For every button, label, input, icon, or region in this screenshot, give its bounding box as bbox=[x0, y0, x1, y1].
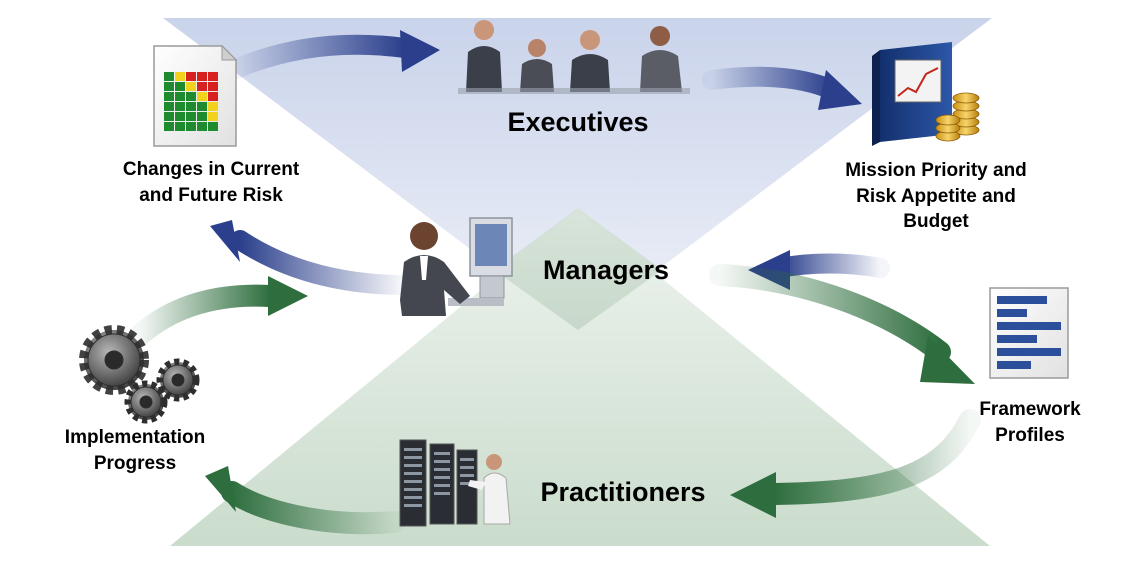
executives-triangle bbox=[163, 18, 992, 330]
artifact-changes-in-risk: Changes in Current and Future Risk bbox=[86, 157, 336, 208]
role-practitioners: Practitioners bbox=[540, 477, 706, 507]
heatmap-cell bbox=[197, 92, 207, 101]
artifact-framework-profiles: Framework Profiles bbox=[950, 397, 1110, 448]
artifact-implementation-progress-line-1: Implementation bbox=[64, 427, 206, 448]
manager-at-computer-icon bbox=[400, 217, 513, 316]
role-managers: Managers bbox=[542, 255, 670, 285]
arrow-practitioners-to-implementation bbox=[205, 466, 406, 535]
practitioners-triangle bbox=[170, 210, 990, 546]
artifact-implementation-progress: Implementation Progress bbox=[40, 425, 230, 476]
framework-profile-document-icon bbox=[989, 287, 1069, 379]
heatmap-cell bbox=[208, 122, 218, 131]
risk-heatmap-document-icon bbox=[153, 44, 238, 147]
heatmap-cell bbox=[164, 72, 174, 81]
artifact-framework-profiles-line-2: Profiles bbox=[995, 424, 1065, 446]
arrow-executives-to-mission bbox=[702, 66, 862, 110]
artifact-framework-profiles-line-1: Framework bbox=[979, 399, 1081, 420]
heatmap-cell bbox=[175, 82, 185, 91]
budget-binder-with-coins-icon bbox=[872, 42, 980, 146]
heatmap-cell bbox=[186, 92, 196, 101]
gears-icon bbox=[79, 325, 200, 424]
heatmap-cell bbox=[186, 122, 196, 131]
artifact-mission-priority: Mission Priority and Risk Appetite and B… bbox=[816, 158, 1056, 235]
heatmap-cell bbox=[164, 92, 174, 101]
heatmap-cell bbox=[197, 72, 207, 81]
heatmap-cell bbox=[164, 112, 174, 121]
heatmap-cell bbox=[197, 112, 207, 121]
heatmap-cell bbox=[175, 112, 185, 121]
heatmap-cell bbox=[164, 102, 174, 111]
heatmap-cell bbox=[186, 82, 196, 91]
arrow-profiles-to-practitioners bbox=[730, 409, 981, 518]
arrow-risk-to-executives bbox=[228, 30, 440, 78]
heatmap-cell bbox=[175, 72, 185, 81]
arrow-managers-to-risk bbox=[210, 220, 410, 295]
artifact-changes-in-risk-line-2: and Future Risk bbox=[139, 184, 283, 206]
heatmap-cell bbox=[164, 82, 174, 91]
heatmap-cell bbox=[175, 102, 185, 111]
artifact-implementation-progress-line-2: Progress bbox=[93, 452, 177, 474]
heatmap-cell bbox=[208, 72, 218, 81]
heatmap-cell bbox=[164, 122, 174, 131]
arrow-managers-to-profiles bbox=[709, 264, 975, 384]
server-rack-technician-icon bbox=[399, 439, 511, 527]
heatmap-cell bbox=[208, 112, 218, 121]
heatmap-cell bbox=[208, 102, 218, 111]
artifact-changes-in-risk-line-1: Changes in Current bbox=[122, 159, 300, 180]
heatmap-cell bbox=[175, 92, 185, 101]
artifact-mission-priority-line-2: Risk Appetite and bbox=[856, 185, 1016, 207]
arrow-implementation-to-managers bbox=[129, 276, 308, 346]
risk-heatmap-grid bbox=[164, 72, 218, 131]
heatmap-cell bbox=[208, 92, 218, 101]
artifact-mission-priority-line-3: Budget bbox=[903, 211, 969, 233]
heatmap-cell bbox=[208, 82, 218, 91]
heatmap-cell bbox=[197, 102, 207, 111]
heatmap-cell bbox=[186, 102, 196, 111]
role-executives: Executives bbox=[507, 107, 649, 137]
heatmap-cell bbox=[186, 112, 196, 121]
managers-diamond bbox=[494, 208, 662, 330]
heatmap-cell bbox=[197, 122, 207, 131]
artifact-mission-priority-line-1: Mission Priority and bbox=[845, 160, 1027, 181]
heatmap-cell bbox=[186, 72, 196, 81]
heatmap-cell bbox=[197, 82, 207, 91]
business-meeting-icon bbox=[458, 20, 690, 94]
heatmap-cell bbox=[175, 122, 185, 131]
